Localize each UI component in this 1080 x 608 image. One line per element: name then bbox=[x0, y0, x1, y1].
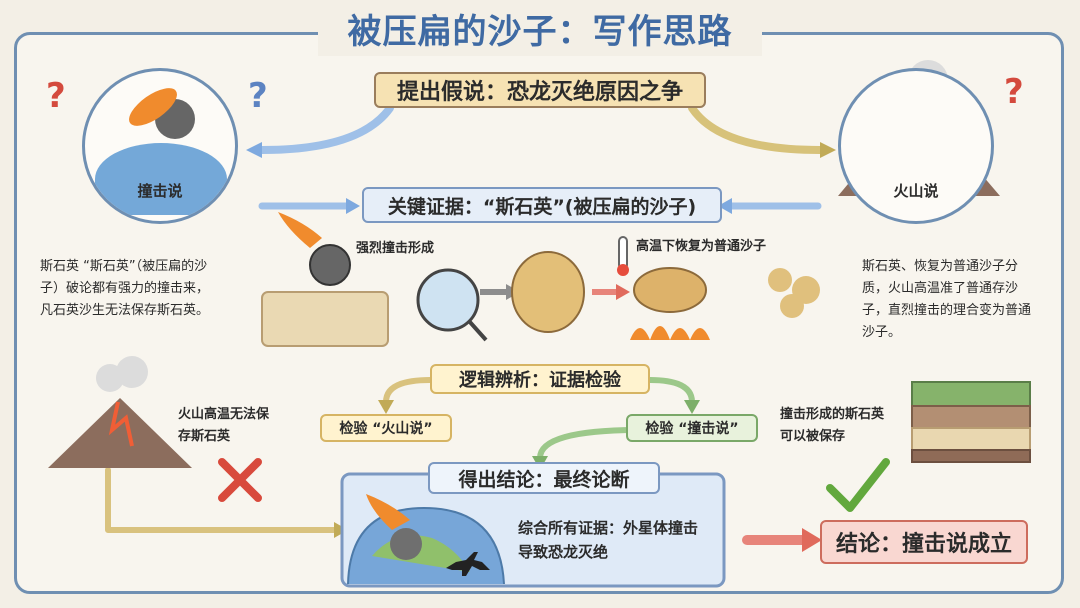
final-conclusion-text: 结论：撞击说成立 bbox=[836, 526, 1012, 558]
earth-bg bbox=[95, 143, 227, 215]
volcano-circle: 火山说 bbox=[838, 68, 994, 224]
question-mark-right-red: ? bbox=[1004, 72, 1024, 112]
volcano-label: 火山说 bbox=[841, 180, 991, 201]
key-evidence-banner: 关键证据：“斯石英”(被压扁的沙子) bbox=[362, 187, 722, 223]
key-evidence-text: 关键证据：“斯石英”(被压扁的沙子) bbox=[388, 192, 696, 219]
conclusion-header-text: 得出结论：最终论断 bbox=[458, 465, 629, 492]
volcano-note: 火山高温无法保存斯石英 bbox=[178, 404, 280, 448]
summary-text: 综合所有证据：外星体撞击导致恐龙灭绝 bbox=[518, 516, 708, 564]
logic-banner: 逻辑辨析：证据检验 bbox=[430, 364, 650, 394]
final-conclusion-box: 结论：撞击说成立 bbox=[820, 520, 1028, 564]
hypothesis-text: 提出假说：恐龙灭绝原因之争 bbox=[397, 74, 683, 106]
page-title: 被压扁的沙子：写作思路 bbox=[318, 8, 762, 56]
volcano-test-text: 检验 “火山说” bbox=[339, 418, 432, 438]
left-explanation: 斯石英 “斯石英”（被压扁的沙子）破论都有强力的撞击来，凡石英沙生无法保存斯石英… bbox=[40, 256, 220, 322]
impact-formation-label: 强烈撞击形成 bbox=[356, 238, 434, 260]
right-explanation: 斯石英、恢复为普通沙子分质，火山高温准了普通存沙子，直烈撞击的理合变为普通沙子。 bbox=[862, 256, 1038, 344]
logic-text: 逻辑辨析：证据检验 bbox=[459, 366, 621, 392]
impact-label: 撞击说 bbox=[85, 180, 235, 201]
impact-test-text: 检验 “撞击说” bbox=[645, 418, 738, 438]
impact-test-box: 检验 “撞击说” bbox=[626, 414, 758, 442]
question-mark-left-red: ? bbox=[46, 76, 66, 116]
impact-circle: 撞击说 bbox=[82, 68, 238, 224]
high-temperature-label: 高温下恢复为普通沙子 bbox=[636, 236, 766, 258]
hypothesis-banner: 提出假说：恐龙灭绝原因之争 bbox=[374, 72, 706, 108]
volcano-test-box: 检验 “火山说” bbox=[320, 414, 452, 442]
impact-note: 撞击形成的斯石英可以被保存 bbox=[780, 404, 896, 448]
conclusion-header-box: 得出结论：最终论断 bbox=[428, 462, 660, 494]
question-mark-left-blue: ? bbox=[248, 76, 268, 116]
